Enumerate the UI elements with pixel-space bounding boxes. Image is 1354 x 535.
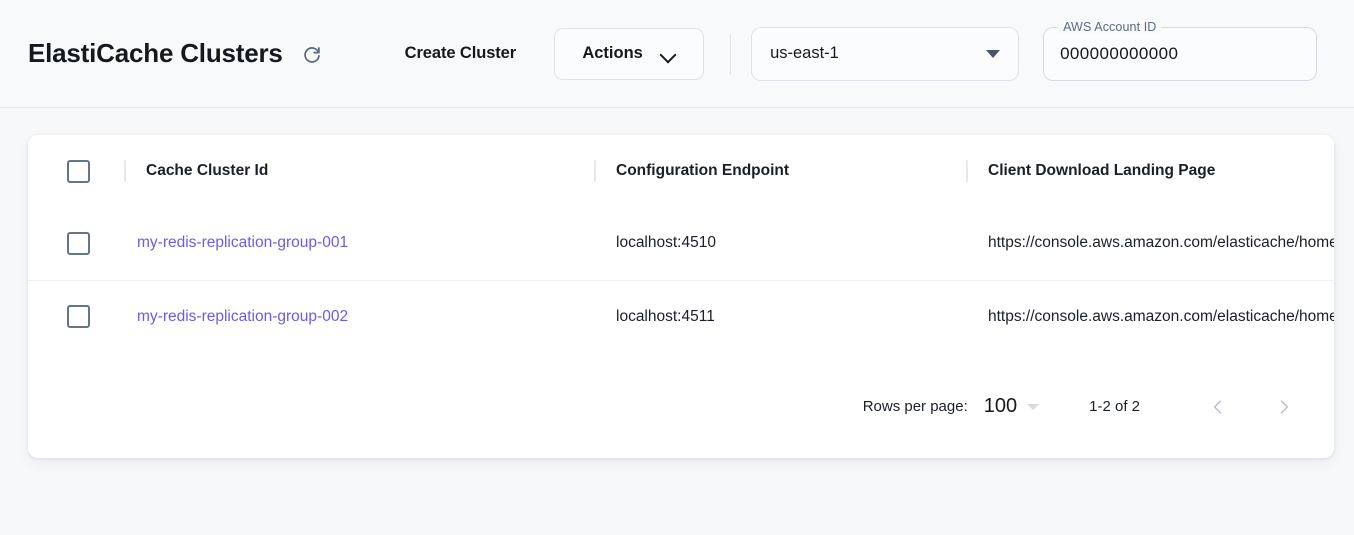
row-checkbox[interactable] [67, 305, 90, 329]
table-head: Cache Cluster Id Configuration Endpoint … [28, 135, 1334, 207]
triangle-down-icon [986, 49, 1001, 58]
landing-page-wrapper: https://console.aws.amazon.com/elasticac… [966, 234, 1334, 252]
header-divider [730, 33, 732, 74]
aws-account-id-field[interactable]: AWS Account ID 000000000000 [1043, 19, 1318, 81]
clusters-table: Cache Cluster Id Configuration Endpoint … [28, 135, 1334, 353]
previous-page-button[interactable] [1196, 385, 1240, 429]
region-select-value: us-east-1 [770, 44, 839, 62]
row-select-cell [28, 207, 124, 280]
title-block: ElastiCache Clusters [28, 38, 327, 69]
row-checkbox-cell [28, 231, 124, 255]
select-all-checkbox[interactable] [67, 159, 90, 183]
create-cluster-button[interactable]: Create Cluster [401, 36, 520, 71]
select-all-cell [28, 159, 124, 183]
row-endpoint-cell: localhost:4511 [594, 280, 966, 353]
region-select[interactable]: us-east-1 [751, 26, 1020, 81]
select-all-header [28, 135, 124, 207]
row-cluster-id-cell: my-redis-replication-group-001 [124, 207, 594, 280]
chevron-right-icon [1280, 399, 1289, 414]
refresh-icon[interactable] [297, 39, 327, 69]
row-checkbox-cell [28, 305, 124, 329]
actions-button-label: Actions [582, 44, 643, 62]
pagination-range: 1-2 of 2 [1089, 398, 1140, 415]
landing-page-value: https://console.aws.amazon.com/elasticac… [988, 307, 1334, 325]
cluster-id-wrapper: my-redis-replication-group-001 [124, 234, 594, 252]
row-landing-page-cell: https://console.aws.amazon.com/elasticac… [966, 280, 1334, 353]
row-checkbox[interactable] [67, 231, 90, 255]
triangle-down-icon [1027, 403, 1040, 410]
table-header-row: Cache Cluster Id Configuration Endpoint … [28, 135, 1334, 207]
cluster-id-link[interactable]: my-redis-replication-group-001 [137, 234, 349, 252]
landing-page-value: https://console.aws.amazon.com/elasticac… [988, 234, 1334, 252]
column-header-cluster-id[interactable]: Cache Cluster Id [124, 135, 594, 207]
chevron-down-icon [661, 49, 676, 58]
cluster-id-link[interactable]: my-redis-replication-group-002 [137, 307, 349, 325]
rows-per-page-label: Rows per page: [862, 398, 968, 415]
content-area: Cache Cluster Id Configuration Endpoint … [0, 108, 1354, 458]
row-select-cell [28, 280, 124, 353]
page-title: ElastiCache Clusters [28, 38, 283, 68]
rows-per-page-select[interactable]: 100 [983, 395, 1040, 418]
rows-per-page-value: 100 [983, 395, 1018, 417]
pagination-bar: Rows per page: 100 1-2 of 2 [28, 355, 1334, 458]
endpoint-value: localhost:4510 [616, 234, 716, 252]
app-header: ElastiCache Clusters Create Cluster Acti… [0, 0, 1354, 108]
next-page-button[interactable] [1262, 385, 1306, 429]
aws-account-id-value: 000000000000 [1060, 43, 1179, 63]
chevron-left-icon [1213, 399, 1222, 414]
aws-account-id-label: AWS Account ID [1058, 19, 1162, 34]
row-cluster-id-cell: my-redis-replication-group-002 [124, 280, 594, 353]
row-endpoint-cell: localhost:4510 [594, 207, 966, 280]
column-header-endpoint-label: Configuration Endpoint [594, 135, 966, 207]
column-header-cluster-id-label: Cache Cluster Id [124, 135, 594, 207]
column-header-landing-page[interactable]: Client Download Landing Page [966, 135, 1334, 207]
landing-page-wrapper: https://console.aws.amazon.com/elasticac… [966, 308, 1334, 326]
row-landing-page-cell: https://console.aws.amazon.com/elasticac… [966, 207, 1334, 280]
cluster-id-wrapper: my-redis-replication-group-002 [124, 308, 594, 326]
clusters-card: Cache Cluster Id Configuration Endpoint … [28, 135, 1334, 458]
table-body: my-redis-replication-group-001 localhost… [28, 207, 1334, 353]
actions-button[interactable]: Actions [554, 27, 705, 80]
table-row[interactable]: my-redis-replication-group-002 localhost… [28, 280, 1334, 353]
table-row[interactable]: my-redis-replication-group-001 localhost… [28, 207, 1334, 280]
column-header-endpoint[interactable]: Configuration Endpoint [594, 135, 966, 207]
endpoint-value: localhost:4511 [616, 307, 715, 325]
refresh-icon-glyph [303, 46, 320, 63]
column-header-landing-page-label: Client Download Landing Page [966, 135, 1334, 207]
